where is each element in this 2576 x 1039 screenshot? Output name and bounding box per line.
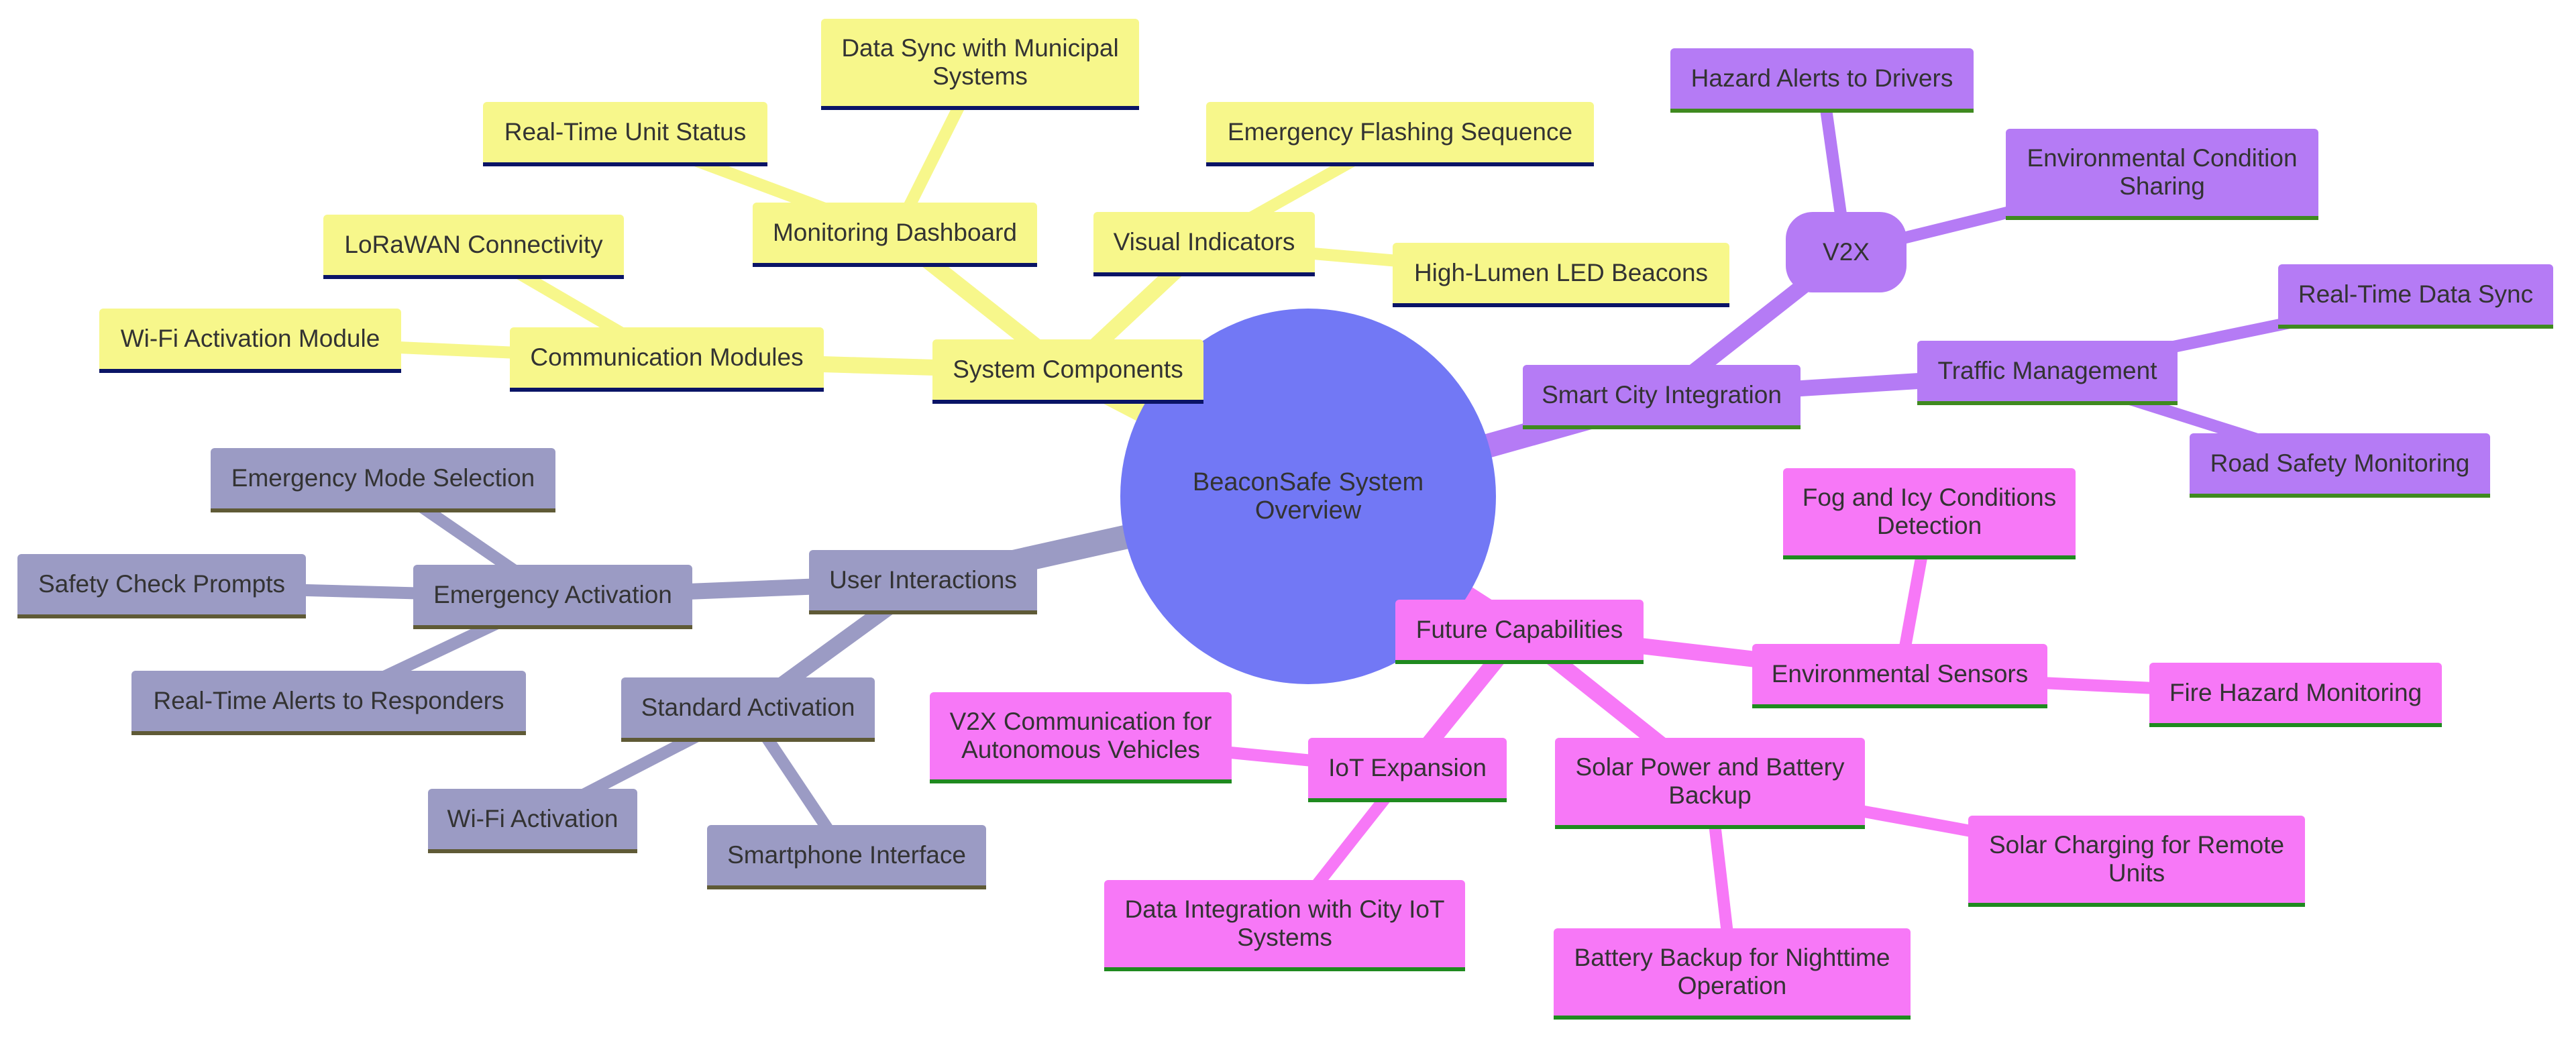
hazard-alerts-node: Hazard Alerts to Drivers: [1670, 48, 1974, 113]
smart-city-integration-node: Smart City Integration: [1523, 365, 1801, 429]
safety-check-prompts-node: Safety Check Prompts: [17, 554, 306, 618]
data-sync-municipal-node: Data Sync with Municipal Systems: [821, 19, 1139, 110]
standard-activation-node: Standard Activation: [621, 677, 875, 742]
real-time-alerts-responders-node: Real-Time Alerts to Responders: [131, 671, 526, 735]
iot-expansion-node: IoT Expansion: [1308, 738, 1507, 802]
v2x-node: V2X: [1786, 212, 1907, 292]
environmental-condition-sharing-node: Environmental Condition Sharing: [2006, 129, 2318, 220]
solar-charging-node: Solar Charging for Remote Units: [1968, 816, 2305, 907]
high-lumen-led-node: High-Lumen LED Beacons: [1393, 243, 1729, 307]
wifi-activation-node: Wi-Fi Activation: [428, 789, 637, 853]
smartphone-interface-node: Smartphone Interface: [707, 825, 986, 889]
monitoring-dashboard-node: Monitoring Dashboard: [753, 203, 1037, 267]
road-safety-monitoring-node: Road Safety Monitoring: [2190, 433, 2490, 498]
environmental-sensors-node: Environmental Sensors: [1752, 644, 2047, 708]
future-capabilities-node: Future Capabilities: [1395, 600, 1644, 664]
system-components-node: System Components: [932, 339, 1203, 404]
emergency-mode-selection-node: Emergency Mode Selection: [211, 448, 555, 512]
user-interactions-node: User Interactions: [809, 550, 1037, 614]
fog-icy-detection-node: Fog and Icy Conditions Detection: [1783, 468, 2076, 559]
v2x-autonomous-vehicles-node: V2X Communication for Autonomous Vehicle…: [930, 692, 1232, 783]
emergency-activation-node: Emergency Activation: [413, 565, 692, 629]
solar-power-battery-node: Solar Power and Battery Backup: [1555, 738, 1865, 829]
fire-hazard-monitoring-node: Fire Hazard Monitoring: [2149, 663, 2442, 727]
real-time-data-sync-node: Real-Time Data Sync: [2278, 264, 2553, 329]
traffic-management-node: Traffic Management: [1917, 341, 2178, 405]
emergency-flashing-node: Emergency Flashing Sequence: [1206, 102, 1594, 166]
data-integration-iot-node: Data Integration with City IoT Systems: [1104, 880, 1465, 971]
communication-modules-node: Communication Modules: [510, 327, 824, 392]
visual-indicators-node: Visual Indicators: [1093, 212, 1315, 276]
battery-backup-node: Battery Backup for Nighttime Operation: [1554, 928, 1911, 1020]
wifi-activation-module-node: Wi-Fi Activation Module: [99, 309, 401, 373]
lorawan-connectivity-node: LoRaWAN Connectivity: [323, 215, 624, 279]
real-time-unit-status-node: Real-Time Unit Status: [483, 102, 767, 166]
